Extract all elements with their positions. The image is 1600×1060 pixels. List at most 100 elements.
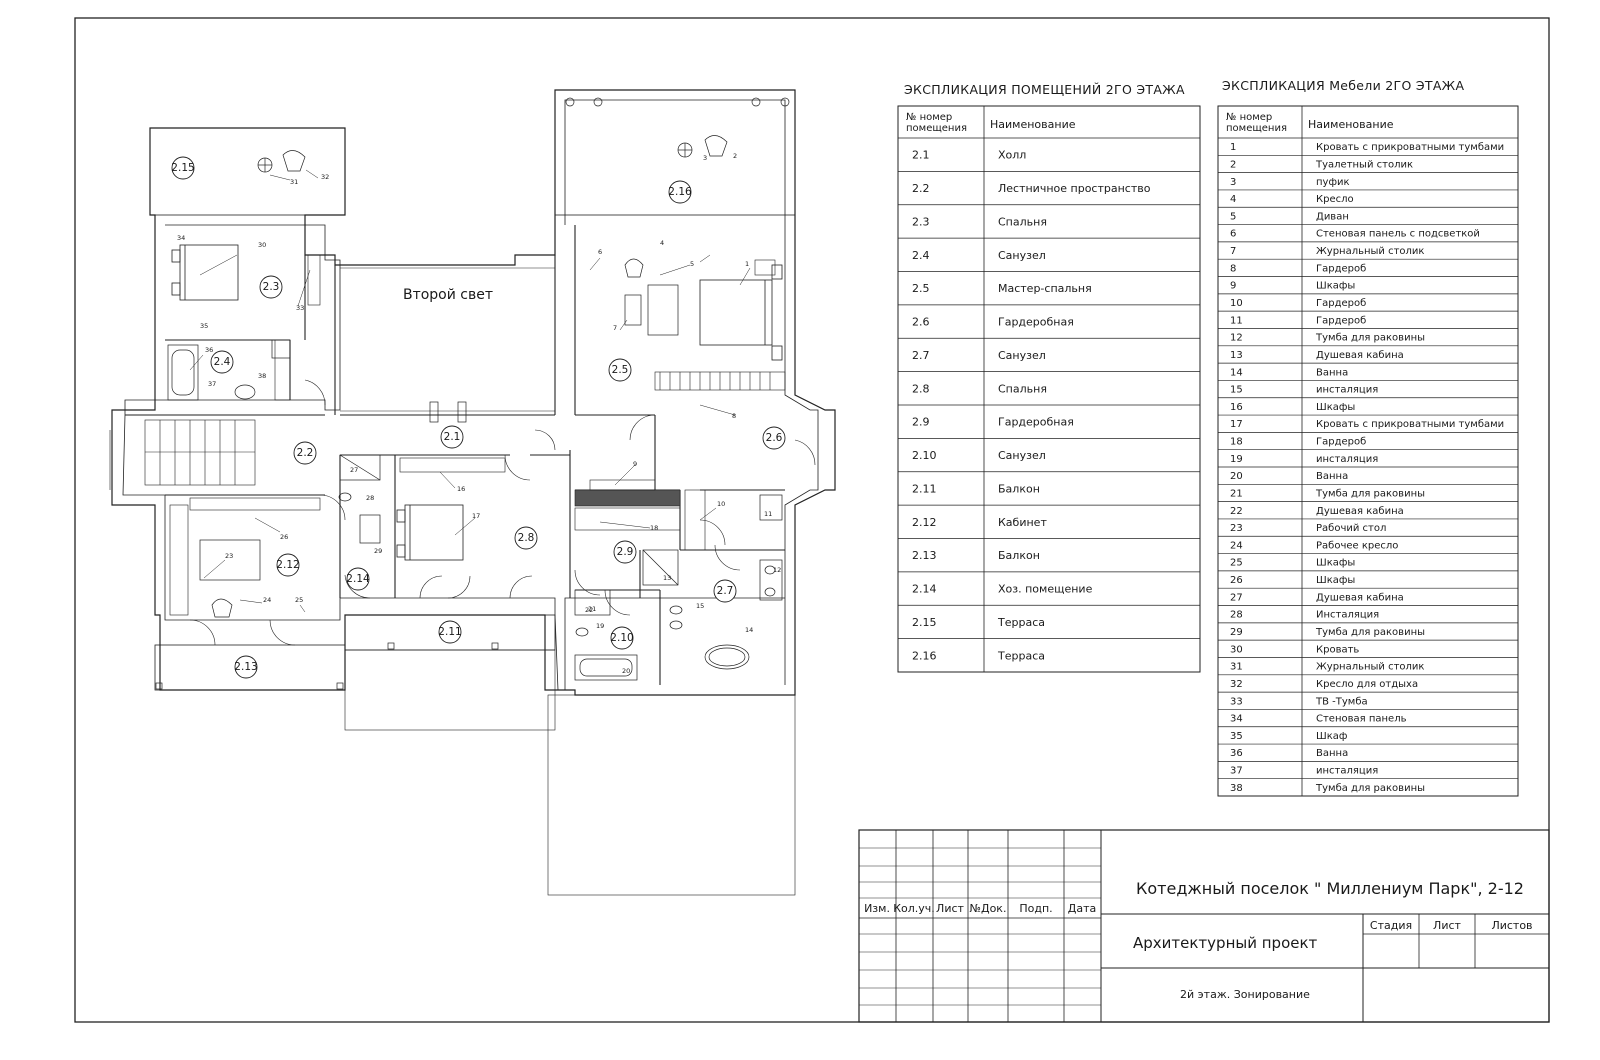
furniture-row-name: Рабочий стол bbox=[1316, 523, 1386, 534]
furniture-tag-29: 29 bbox=[374, 547, 382, 555]
furniture-row-name: Туалетный столик bbox=[1315, 159, 1413, 170]
room-label-2-12: 2.12 bbox=[276, 553, 300, 577]
furniture-row-name: Кровать с прикроватными тумбами bbox=[1316, 142, 1504, 153]
furniture-row-num: 2 bbox=[1230, 159, 1236, 170]
lower-deck-outline bbox=[547, 694, 796, 896]
furniture-row-num: 7 bbox=[1230, 246, 1236, 257]
room-label-circle bbox=[438, 620, 462, 644]
room-label-circle bbox=[440, 425, 464, 449]
furniture-row-num: 1 bbox=[1230, 142, 1236, 153]
furniture-row-num: 30 bbox=[1230, 644, 1243, 655]
room-label-2-1: 2.1 bbox=[440, 425, 464, 449]
furniture-tag-8: 8 bbox=[732, 412, 736, 420]
room-label-2-14: 2.14 bbox=[346, 567, 370, 591]
leader-lines bbox=[189, 169, 751, 613]
rooms-col-num-1: № номер bbox=[906, 112, 952, 123]
room-label-text: 2.1 bbox=[444, 431, 461, 443]
tb-sheet-title: 2й этаж. Зонирование bbox=[1180, 988, 1310, 1001]
furniture-row-num: 23 bbox=[1230, 523, 1243, 534]
door-swings bbox=[189, 379, 816, 646]
furniture-row-name: Ванна bbox=[1316, 748, 1348, 759]
living-furniture bbox=[199, 135, 728, 618]
furniture-tag-33: 33 bbox=[296, 304, 304, 312]
rooms-row-name: Балкон bbox=[998, 482, 1040, 495]
furniture-row-name: Журнальный столик bbox=[1316, 662, 1424, 673]
furniture-row-name: ТВ -Тумба bbox=[1315, 696, 1368, 707]
furniture-row-num: 10 bbox=[1230, 298, 1243, 309]
furniture-row-num: 20 bbox=[1230, 471, 1243, 482]
rooms-row-num: 2.16 bbox=[912, 649, 937, 662]
floor-plan bbox=[109, 89, 836, 896]
rooms-row-num: 2.9 bbox=[912, 416, 930, 429]
furniture-tag-30: 30 bbox=[258, 241, 266, 249]
beds bbox=[171, 244, 783, 561]
wardrobes bbox=[169, 254, 786, 616]
furniture-tag-20: 20 bbox=[622, 667, 630, 675]
rooms-row-num: 2.3 bbox=[912, 215, 930, 228]
room-label-2-7: 2.7 bbox=[713, 579, 737, 603]
title-block bbox=[858, 829, 1550, 1023]
rooms-row-num: 2.15 bbox=[912, 616, 937, 629]
room-label-circle bbox=[276, 553, 300, 577]
rooms-row-name: Спальня bbox=[998, 215, 1047, 228]
furniture-row-name: инсталяция bbox=[1316, 454, 1378, 465]
room-label-text: 2.15 bbox=[171, 162, 194, 174]
furniture-tag-37: 37 bbox=[208, 380, 216, 388]
rooms-row-num: 2.1 bbox=[912, 149, 930, 162]
room-label-text: 2.10 bbox=[610, 632, 633, 644]
room-label-circle bbox=[259, 275, 283, 299]
furniture-row-num: 16 bbox=[1230, 402, 1243, 413]
room-label-2-16: 2.16 bbox=[668, 180, 692, 204]
rooms-row-name: Гардеробная bbox=[998, 416, 1074, 429]
rooms-col-num-2: помещения bbox=[906, 123, 967, 134]
rooms-row-name: Мастер-спальня bbox=[998, 282, 1092, 295]
furniture-row-name: Кровать с прикроватными тумбами bbox=[1316, 419, 1504, 430]
furniture-row-name: Ванна bbox=[1316, 367, 1348, 378]
furniture-row-name: Тумба для раковины bbox=[1315, 783, 1425, 794]
room-label-text: 2.9 bbox=[617, 546, 634, 558]
furniture-row-name: Кресло bbox=[1316, 194, 1354, 205]
furniture-tag-10: 10 bbox=[717, 500, 725, 508]
furniture-row-num: 18 bbox=[1230, 437, 1243, 448]
furniture-row-num: 8 bbox=[1230, 263, 1236, 274]
room-label-2-3: 2.3 bbox=[259, 275, 283, 299]
furniture-row-num: 29 bbox=[1230, 627, 1243, 638]
rooms-col-name: Наименование bbox=[990, 118, 1076, 131]
furniture-row-name: Шкафы bbox=[1316, 402, 1355, 413]
furniture-row-num: 28 bbox=[1230, 610, 1243, 621]
furniture-row-name: Инсталяция bbox=[1316, 610, 1379, 621]
room-label-2-11: 2.11 bbox=[438, 620, 462, 644]
furniture-tag-15: 15 bbox=[696, 602, 704, 610]
furniture-row-name: Стеновая панель bbox=[1316, 714, 1407, 725]
furniture-row-num: 34 bbox=[1230, 714, 1243, 725]
furniture-tag-32: 32 bbox=[321, 173, 329, 181]
room-labels: 2.12.22.32.42.52.62.72.82.92.102.112.122… bbox=[171, 156, 786, 679]
furniture-row-num: 13 bbox=[1230, 350, 1243, 361]
furniture-tag-12: 12 bbox=[773, 566, 781, 574]
tb-col-sheet: Лист bbox=[1433, 919, 1461, 932]
rooms-table-title: ЭКСПЛИКАЦИЯ ПОМЕЩЕНИЙ 2ГО ЭТАЖА bbox=[904, 82, 1185, 97]
rooms-table bbox=[897, 105, 1201, 673]
furniture-row-name: Душевая кабина bbox=[1316, 592, 1404, 603]
furniture-tag-25: 25 bbox=[295, 596, 303, 604]
furniture-tag-13: 13 bbox=[663, 574, 671, 582]
room-label-text: 2.6 bbox=[766, 432, 783, 444]
furniture-row-num: 3 bbox=[1230, 177, 1236, 188]
room-label-text: 2.3 bbox=[263, 281, 280, 293]
lower-terrace-outline bbox=[344, 649, 556, 731]
rooms-row-name: Санузел bbox=[998, 449, 1046, 462]
room-label-circle bbox=[210, 350, 234, 374]
room-label-text: 2.2 bbox=[297, 447, 314, 459]
furniture-row-name: Гардероб bbox=[1316, 437, 1366, 448]
furniture-tag-9: 9 bbox=[633, 460, 637, 468]
furniture-row-name: Ванна bbox=[1316, 471, 1348, 482]
furniture-row-name: Диван bbox=[1316, 211, 1349, 222]
rooms-row-name: Терраса bbox=[997, 649, 1045, 662]
tb-col-list: Лист bbox=[936, 902, 964, 915]
furniture-col-num-2: помещения bbox=[1226, 123, 1287, 134]
room-label-text: 2.4 bbox=[214, 356, 231, 368]
tb-col-kol: Кол.уч. bbox=[893, 902, 935, 915]
rooms-row-name: Лестничное пространство bbox=[998, 182, 1151, 195]
